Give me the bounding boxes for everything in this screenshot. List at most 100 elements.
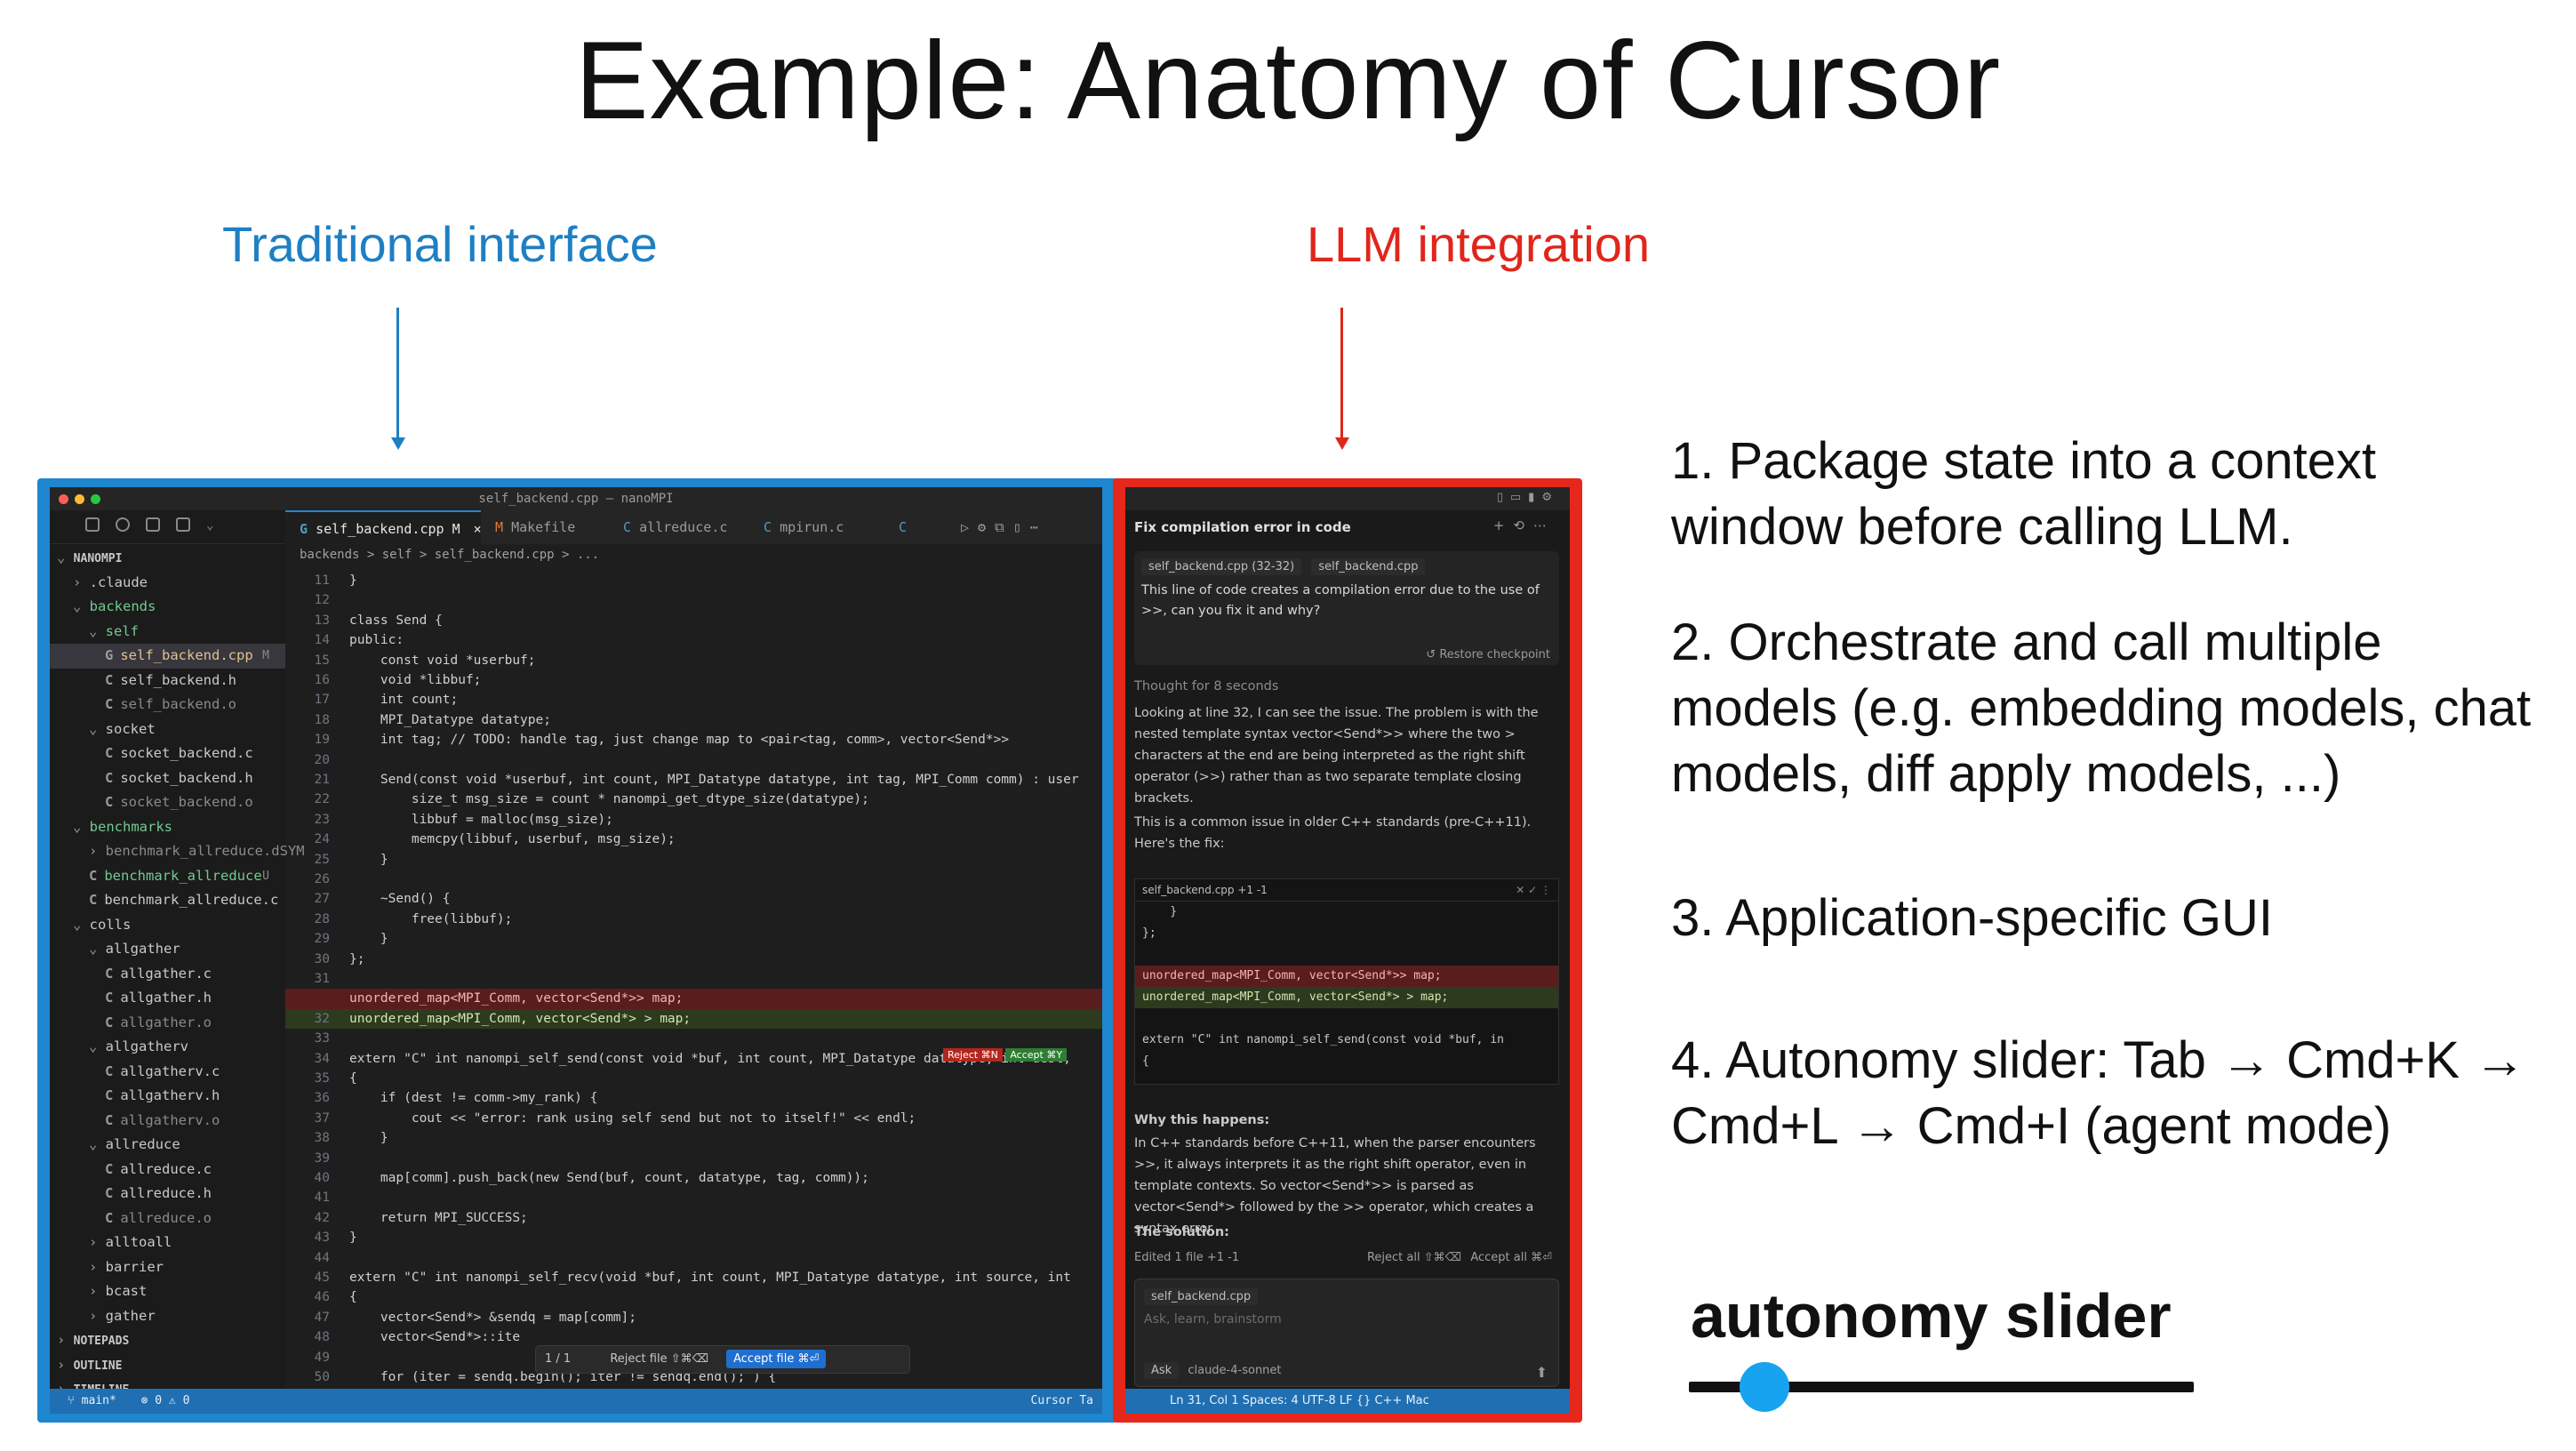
context-chip[interactable]: self_backend.cpp (1311, 558, 1426, 575)
file-tree-folder[interactable]: › barrier (50, 1255, 285, 1280)
code-line[interactable]: 46{ (285, 1287, 1102, 1307)
file-tree-folder[interactable]: ⌄ benchmarks (50, 815, 285, 840)
sidebar-section-header[interactable]: › NOTEPADS (50, 1328, 285, 1353)
tab-makefile[interactable]: M Makefile (495, 519, 576, 535)
chevron-down-icon[interactable]: ⌄ (206, 518, 214, 533)
code-line[interactable]: 11} (285, 571, 1102, 590)
code-line[interactable]: 26 (285, 870, 1102, 889)
code-line[interactable]: 39 (285, 1149, 1102, 1168)
maximize-window-icon[interactable] (91, 494, 100, 504)
status-right[interactable]: Cursor Ta (1030, 1394, 1093, 1407)
chat-header-actions[interactable]: +⟲⋯ (1492, 517, 1556, 533)
reject-all-button[interactable]: Reject all ⇧⌘⌫ (1366, 1251, 1461, 1264)
code-line[interactable]: 43} (285, 1228, 1102, 1247)
autonomy-slider-track[interactable] (1689, 1382, 2194, 1392)
code-line[interactable]: 15 const void *userbuf; (285, 651, 1102, 670)
file-tree-folder[interactable]: ⌄ backends (50, 595, 285, 620)
code-line[interactable]: 31 (285, 969, 1102, 989)
file-tree-folder[interactable]: ⌄ allreduce (50, 1133, 285, 1158)
code-line[interactable]: 27 ~Send() { (285, 889, 1102, 909)
code-line[interactable]: 20 (285, 750, 1102, 770)
code-line[interactable]: 16 void *libbuf; (285, 670, 1102, 690)
file-tree-folder[interactable]: › gather (50, 1304, 285, 1329)
file-tree-folder[interactable]: ⌄ allgatherv (50, 1035, 285, 1060)
file-tree-folder[interactable]: › alltoall (50, 1231, 285, 1255)
code-line[interactable]: 38 } (285, 1128, 1102, 1148)
code-line[interactable]: 23 libbuf = malloc(msg_size); (285, 810, 1102, 830)
code-line[interactable]: 24 memcpy(libbuf, userbuf, msg_size); (285, 830, 1102, 849)
code-line[interactable]: 12 (285, 590, 1102, 610)
restore-checkpoint-button[interactable]: ↺ Restore checkpoint (1426, 648, 1550, 661)
tab-mpirun-c[interactable]: C mpirun.c (764, 519, 844, 535)
code-line[interactable]: 18 MPI_Datatype datatype; (285, 710, 1102, 730)
code-line[interactable]: 47 vector<Send*> &sendq = map[comm]; (285, 1308, 1102, 1327)
diff-line-del[interactable]: unordered_map<MPI_Comm, vector<Send*>> m… (285, 989, 1102, 1009)
sidebar-section-header[interactable]: ⌄ NANOMPI (50, 546, 285, 571)
accept-change-button[interactable]: Accept ⌘Y (1005, 1048, 1068, 1062)
code-line[interactable]: 22 size_t msg_size = count * nanompi_get… (285, 790, 1102, 809)
close-tab-icon[interactable]: × (473, 521, 482, 537)
code-line[interactable]: 19 int tag; // TODO: handle tag, just ch… (285, 730, 1102, 750)
file-tree-folder[interactable]: › bcast (50, 1279, 285, 1304)
code-block-actions[interactable]: ✕ ✓ ⋮ (1516, 884, 1551, 896)
sidebar-section-header[interactable]: › OUTLINE (50, 1353, 285, 1378)
reject-file-button[interactable]: Reject file ⇧⌘⌫ (610, 1352, 708, 1366)
thought-indicator[interactable]: Thought for 8 seconds (1134, 679, 1279, 693)
code-line[interactable]: 42 return MPI_SUCCESS; (285, 1208, 1102, 1228)
code-line[interactable]: 29 } (285, 929, 1102, 949)
tab-allreduce-c[interactable]: C allreduce.c (623, 519, 728, 535)
context-chip[interactable]: self_backend.cpp (32-32) (1141, 558, 1302, 575)
close-window-icon[interactable] (59, 494, 68, 504)
minimize-window-icon[interactable] (75, 494, 84, 504)
accept-all-button[interactable]: Accept all ⌘⏎ (1470, 1251, 1552, 1264)
chat-input-placeholder[interactable]: Ask, learn, brainstorm (1144, 1312, 1282, 1327)
file-tree-folder[interactable]: › .claude (50, 571, 285, 596)
chat-input-box[interactable]: self_backend.cpp Ask, learn, brainstorm … (1134, 1279, 1559, 1387)
code-line[interactable]: 28 free(libbuf); (285, 910, 1102, 929)
code-line[interactable]: 37 cout << "error: rank using self send … (285, 1109, 1102, 1128)
code-line[interactable]: 40 map[comm].push_back(new Send(buf, cou… (285, 1168, 1102, 1188)
file-tree-folder[interactable]: ⌄ colls (50, 913, 285, 938)
search-icon[interactable] (116, 517, 130, 532)
model-selector[interactable]: claude-4-sonnet (1188, 1364, 1282, 1377)
code-line[interactable]: 30}; (285, 950, 1102, 969)
reject-change-button[interactable]: Reject ⌘N (943, 1048, 1003, 1062)
mode-selector[interactable]: Ask (1144, 1362, 1180, 1379)
accept-file-button[interactable]: Accept file ⌘⏎ (726, 1350, 827, 1368)
tab-self-backend-cpp[interactable]: G self_backend.cpp M × (285, 510, 482, 544)
problems-count[interactable]: ⊗ 0 ⚠ 0 (140, 1394, 190, 1407)
file-tree-folder[interactable]: › benchmark_allreduce.dSYM (50, 839, 305, 864)
file-tree-folder[interactable]: ⌄ socket (50, 717, 285, 742)
edited-files-label[interactable]: Edited 1 file +1 -1 (1134, 1251, 1240, 1264)
change-counter[interactable]: 1 / 1 (545, 1352, 572, 1366)
git-branch[interactable]: main* (81, 1394, 116, 1407)
code-line[interactable]: 50 for (iter = sendq.begin(); iter != se… (285, 1367, 1102, 1387)
input-context-chip[interactable]: self_backend.cpp (1144, 1288, 1259, 1305)
layout-icons[interactable]: ▯▭▮⚙ (1496, 491, 1559, 504)
autonomy-slider-knob[interactable] (1740, 1362, 1790, 1412)
extensions-icon[interactable] (176, 517, 190, 532)
code-line[interactable]: 44 (285, 1248, 1102, 1268)
send-icon[interactable]: ⬆ (1535, 1364, 1548, 1381)
code-line[interactable]: 48 vector<Send*>::ite (285, 1327, 1102, 1347)
tab-overflow[interactable]: C (899, 519, 908, 535)
